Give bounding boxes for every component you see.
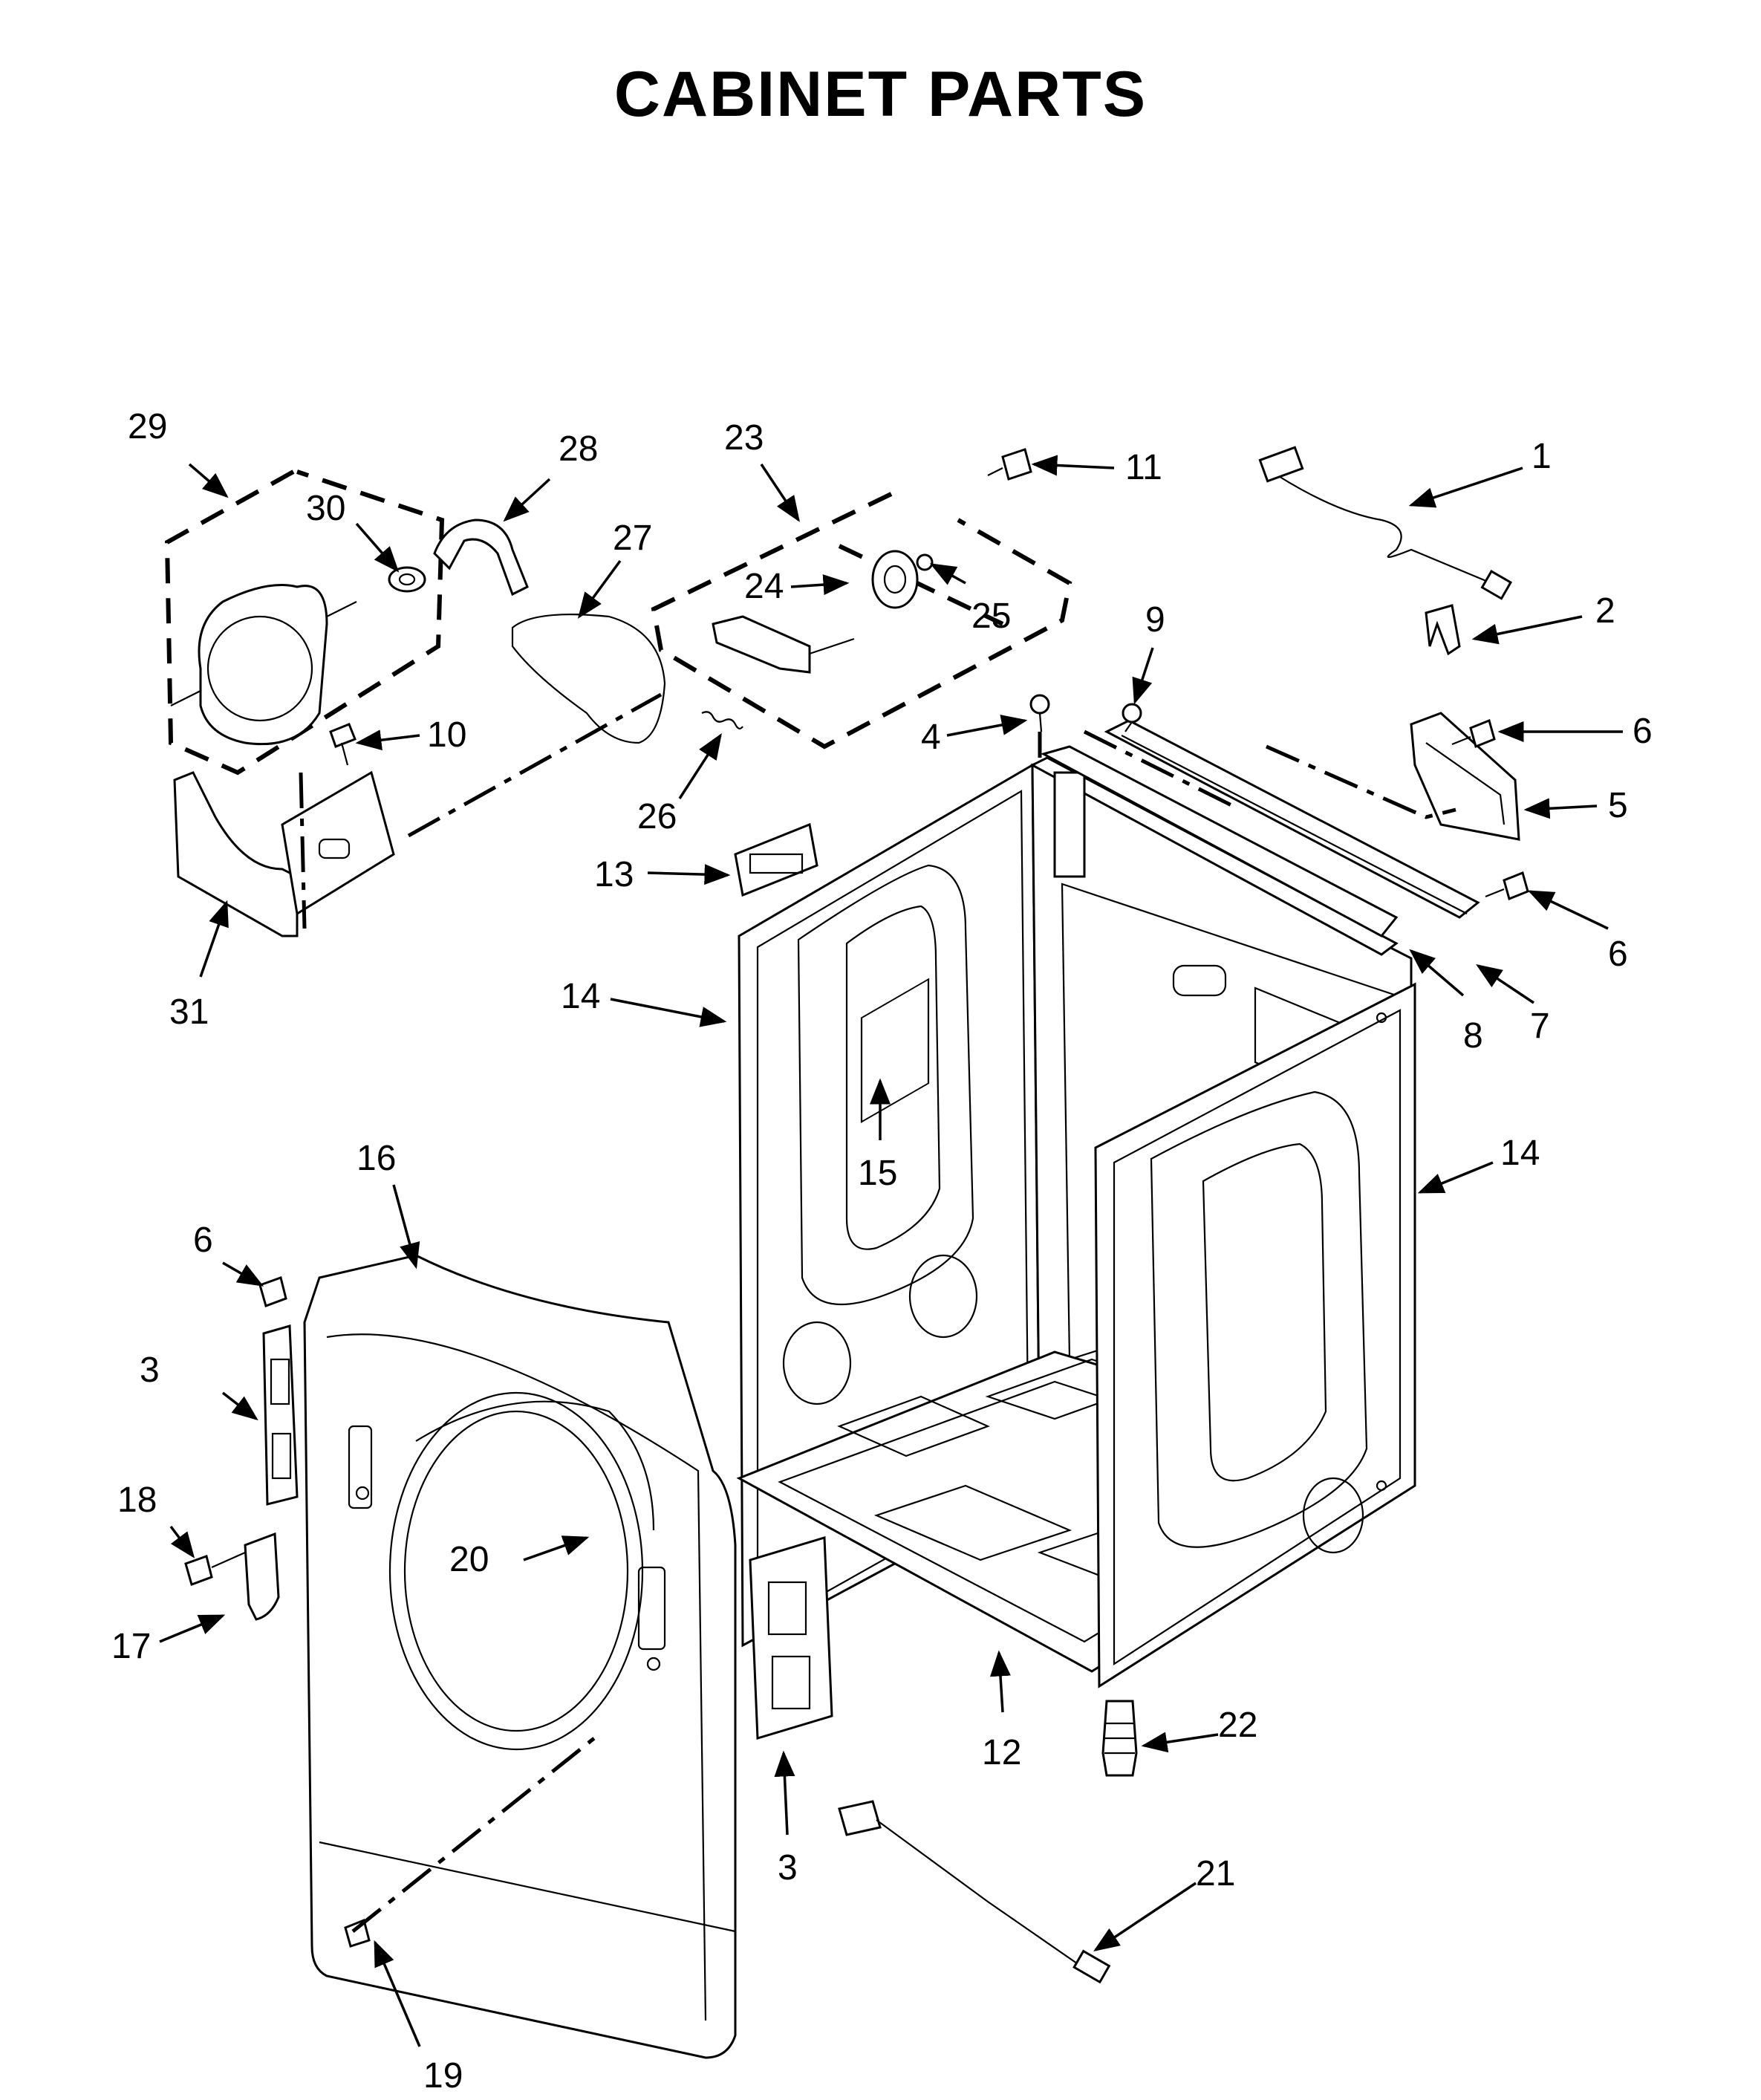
screw-10 xyxy=(329,723,357,766)
callout-9: 9 xyxy=(1145,600,1165,640)
callout-1: 1 xyxy=(1531,437,1552,476)
callout-6-right: 6 xyxy=(1608,934,1628,974)
screw-19 xyxy=(344,1918,371,1948)
callout-30: 30 xyxy=(306,489,345,528)
callout-11: 11 xyxy=(1125,448,1162,487)
screw-6-front xyxy=(258,1276,287,1307)
screw-6-top xyxy=(1451,718,1496,749)
retainer-25 xyxy=(916,553,934,571)
top-frame xyxy=(1029,756,1399,956)
callout-14-left: 14 xyxy=(561,977,600,1016)
screw-9 xyxy=(1122,703,1142,732)
callout-2: 2 xyxy=(1595,591,1615,631)
callout-6-top: 6 xyxy=(1633,712,1653,751)
rear-brace-8 xyxy=(1053,771,1086,878)
callout-23: 23 xyxy=(724,418,764,458)
wire-harness-21 xyxy=(838,1800,1111,1984)
motor-mount-31 xyxy=(173,770,395,937)
idler-pulley-24 xyxy=(871,550,919,609)
top-rear-panel-7 xyxy=(1104,719,1480,919)
screw-11 xyxy=(987,448,1032,481)
callout-21: 21 xyxy=(1196,1854,1235,1893)
callout-31: 31 xyxy=(169,992,209,1032)
hinge-bracket-right xyxy=(749,1536,833,1740)
callout-15: 15 xyxy=(858,1154,897,1193)
cabinet-assembly xyxy=(736,719,1480,1688)
motor-pulley-30 xyxy=(388,566,426,593)
callout-5: 5 xyxy=(1608,786,1628,825)
callout-4: 4 xyxy=(921,718,941,757)
motor-assembly xyxy=(164,469,529,776)
callout-18: 18 xyxy=(117,1480,157,1520)
front-panel-16 xyxy=(303,1254,737,2059)
idler-kit-boundary xyxy=(651,492,1072,750)
callout-10: 10 xyxy=(427,715,466,755)
callout-7: 7 xyxy=(1530,1007,1550,1046)
callout-29: 29 xyxy=(128,407,167,446)
idler-spring-26 xyxy=(701,711,743,729)
page-title: CABINET PARTS xyxy=(613,59,1148,130)
callout-27: 27 xyxy=(613,519,652,558)
leader-lines xyxy=(159,455,1623,2047)
door-opening xyxy=(388,1391,644,1751)
clip-2 xyxy=(1425,604,1461,656)
hinge-bracket-left xyxy=(262,1324,299,1506)
callout-19: 19 xyxy=(423,2056,463,2096)
control-board-13 xyxy=(734,822,818,897)
idler-assembly xyxy=(651,492,1072,750)
top-rail-8 xyxy=(1041,745,1399,937)
callout-8: 8 xyxy=(1463,1016,1483,1056)
callout-3-left: 3 xyxy=(140,1350,160,1390)
callout-24: 24 xyxy=(744,567,784,606)
door-switch-cover-17 xyxy=(244,1532,280,1621)
callout-12: 12 xyxy=(982,1733,1021,1772)
screw-18 xyxy=(184,1551,246,1586)
drive-belt-27 xyxy=(511,614,666,744)
callout-14-right: 14 xyxy=(1500,1134,1540,1173)
access-panel-5 xyxy=(1410,712,1520,841)
callout-16: 16 xyxy=(357,1139,396,1178)
callout-28: 28 xyxy=(559,429,598,469)
motor-strap-28 xyxy=(433,519,529,596)
screw-6-right xyxy=(1485,871,1529,901)
callout-17: 17 xyxy=(111,1627,151,1666)
leveling-leg-22 xyxy=(1101,1700,1138,1777)
callout-22: 22 xyxy=(1218,1706,1257,1745)
idler-bracket xyxy=(712,615,811,674)
callout-20: 20 xyxy=(449,1540,489,1579)
callout-6-front: 6 xyxy=(193,1220,213,1260)
right-side-panel xyxy=(1094,982,1416,1688)
power-cord-1 xyxy=(1258,446,1513,600)
front-panel xyxy=(303,1254,737,2059)
callout-labels: 1 2 3 3 4 5 6 6 6 7 8 9 10 11 12 13 14 1… xyxy=(111,407,1653,2096)
callout-25: 25 xyxy=(971,596,1011,636)
motor-kit-boundary xyxy=(164,469,445,776)
callout-13: 13 xyxy=(594,855,634,894)
callout-3-right: 3 xyxy=(778,1848,798,1888)
screw-4 xyxy=(1029,694,1050,732)
callout-26: 26 xyxy=(637,797,677,836)
